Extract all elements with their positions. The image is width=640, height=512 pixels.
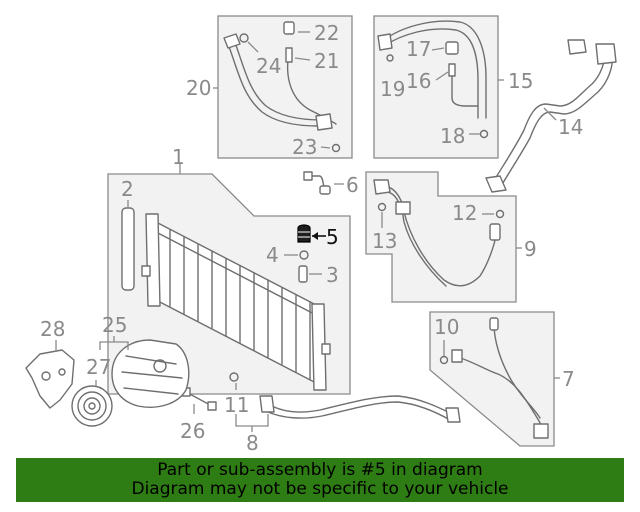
callout-24: 24 xyxy=(256,54,281,78)
callout-3: 3 xyxy=(326,263,339,287)
sensor-6 xyxy=(303,171,344,195)
banner-line-2: Diagram may not be specific to your vehi… xyxy=(131,479,509,499)
hose-8 xyxy=(229,372,461,432)
callout-10: 10 xyxy=(434,315,459,339)
clutch-27 xyxy=(71,380,113,427)
callout-26: 26 xyxy=(180,419,205,443)
callout-28: 28 xyxy=(40,317,65,341)
callout-23: 23 xyxy=(292,135,317,159)
info-banner: Part or sub-assembly is #5 in diagram Di… xyxy=(16,458,624,502)
banner-line-1: Part or sub-assembly is #5 in diagram xyxy=(157,460,483,480)
callout-15: 15 xyxy=(508,69,533,93)
callout-19: 19 xyxy=(380,77,405,101)
callout-7: 7 xyxy=(562,367,575,391)
panel-hose-9 xyxy=(365,171,522,303)
callout-2: 2 xyxy=(121,177,134,201)
callout-6: 6 xyxy=(346,173,359,197)
panel-hose-7 xyxy=(429,311,560,447)
valve-3 xyxy=(298,265,322,283)
callout-21: 21 xyxy=(314,49,339,73)
hose-14 xyxy=(485,39,617,193)
bracket-28 xyxy=(25,340,75,409)
callout-27: 27 xyxy=(86,355,111,379)
callout-1: 1 xyxy=(172,145,185,169)
callout-4: 4 xyxy=(266,243,279,267)
callout-9: 9 xyxy=(524,237,537,261)
callout-25: 25 xyxy=(102,313,127,337)
callout-14: 14 xyxy=(558,115,583,139)
callout-11: 11 xyxy=(224,393,249,417)
callout-17: 17 xyxy=(406,37,431,61)
callout-18: 18 xyxy=(440,124,465,148)
callout-5: 5 xyxy=(326,225,339,249)
callout-13: 13 xyxy=(372,229,397,253)
part-5-highlighted xyxy=(297,224,326,243)
callout-12: 12 xyxy=(452,201,477,225)
panel-hose-15 xyxy=(373,15,504,159)
callout-8: 8 xyxy=(246,431,259,455)
callout-22: 22 xyxy=(314,21,339,45)
oring-4 xyxy=(284,250,309,260)
compressor-25 xyxy=(99,336,190,408)
panel-condenser-1 xyxy=(107,163,351,395)
callout-20: 20 xyxy=(186,76,211,100)
callout-16: 16 xyxy=(406,69,431,93)
panel-hose-20 xyxy=(213,15,353,159)
